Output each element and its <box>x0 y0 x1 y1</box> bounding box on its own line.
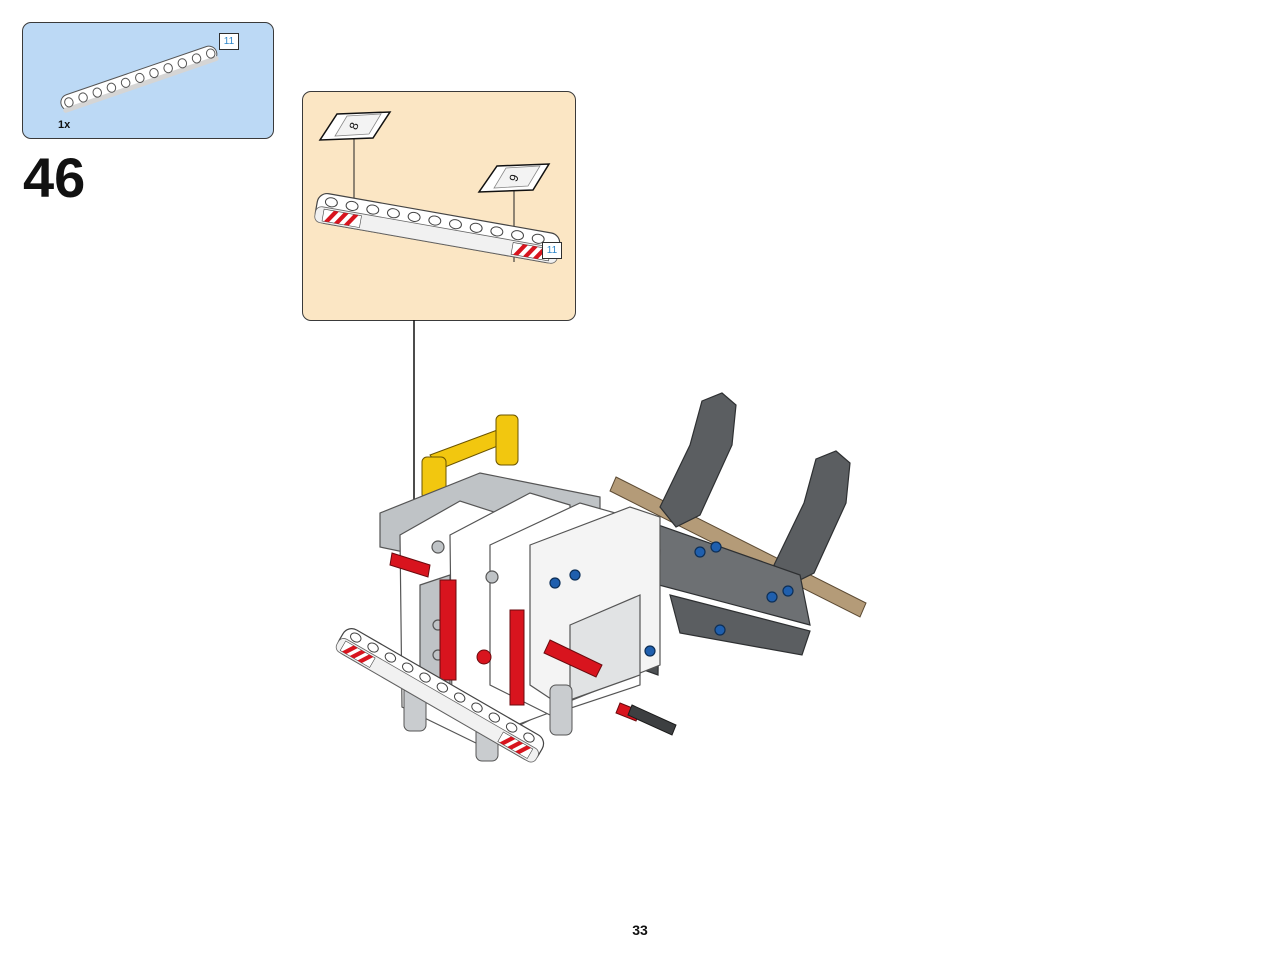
sticker-9-icon: 9 <box>477 163 551 193</box>
red-parts <box>389 552 641 722</box>
white-beam-with-stickers <box>335 628 545 763</box>
parts-list-callout: 11 1x <box>22 22 274 139</box>
page-number: 33 <box>632 922 648 938</box>
subassembly-callout: 8 9 <box>302 91 576 321</box>
sticker-8-icon: 8 <box>318 111 392 141</box>
beam-length-badge: 11 <box>542 242 562 259</box>
dark-axle <box>627 704 677 736</box>
part-quantity: 1x <box>58 119 71 131</box>
technic-beam-11-part-image <box>60 45 219 113</box>
main-model-image <box>335 392 867 763</box>
beam-with-stickers-image: 8 9 <box>314 111 561 264</box>
beam-length-badge: 11 <box>219 33 239 50</box>
svg-text:8: 8 <box>346 120 362 131</box>
svg-text:9: 9 <box>506 172 522 183</box>
step-number: 46 <box>23 146 86 209</box>
